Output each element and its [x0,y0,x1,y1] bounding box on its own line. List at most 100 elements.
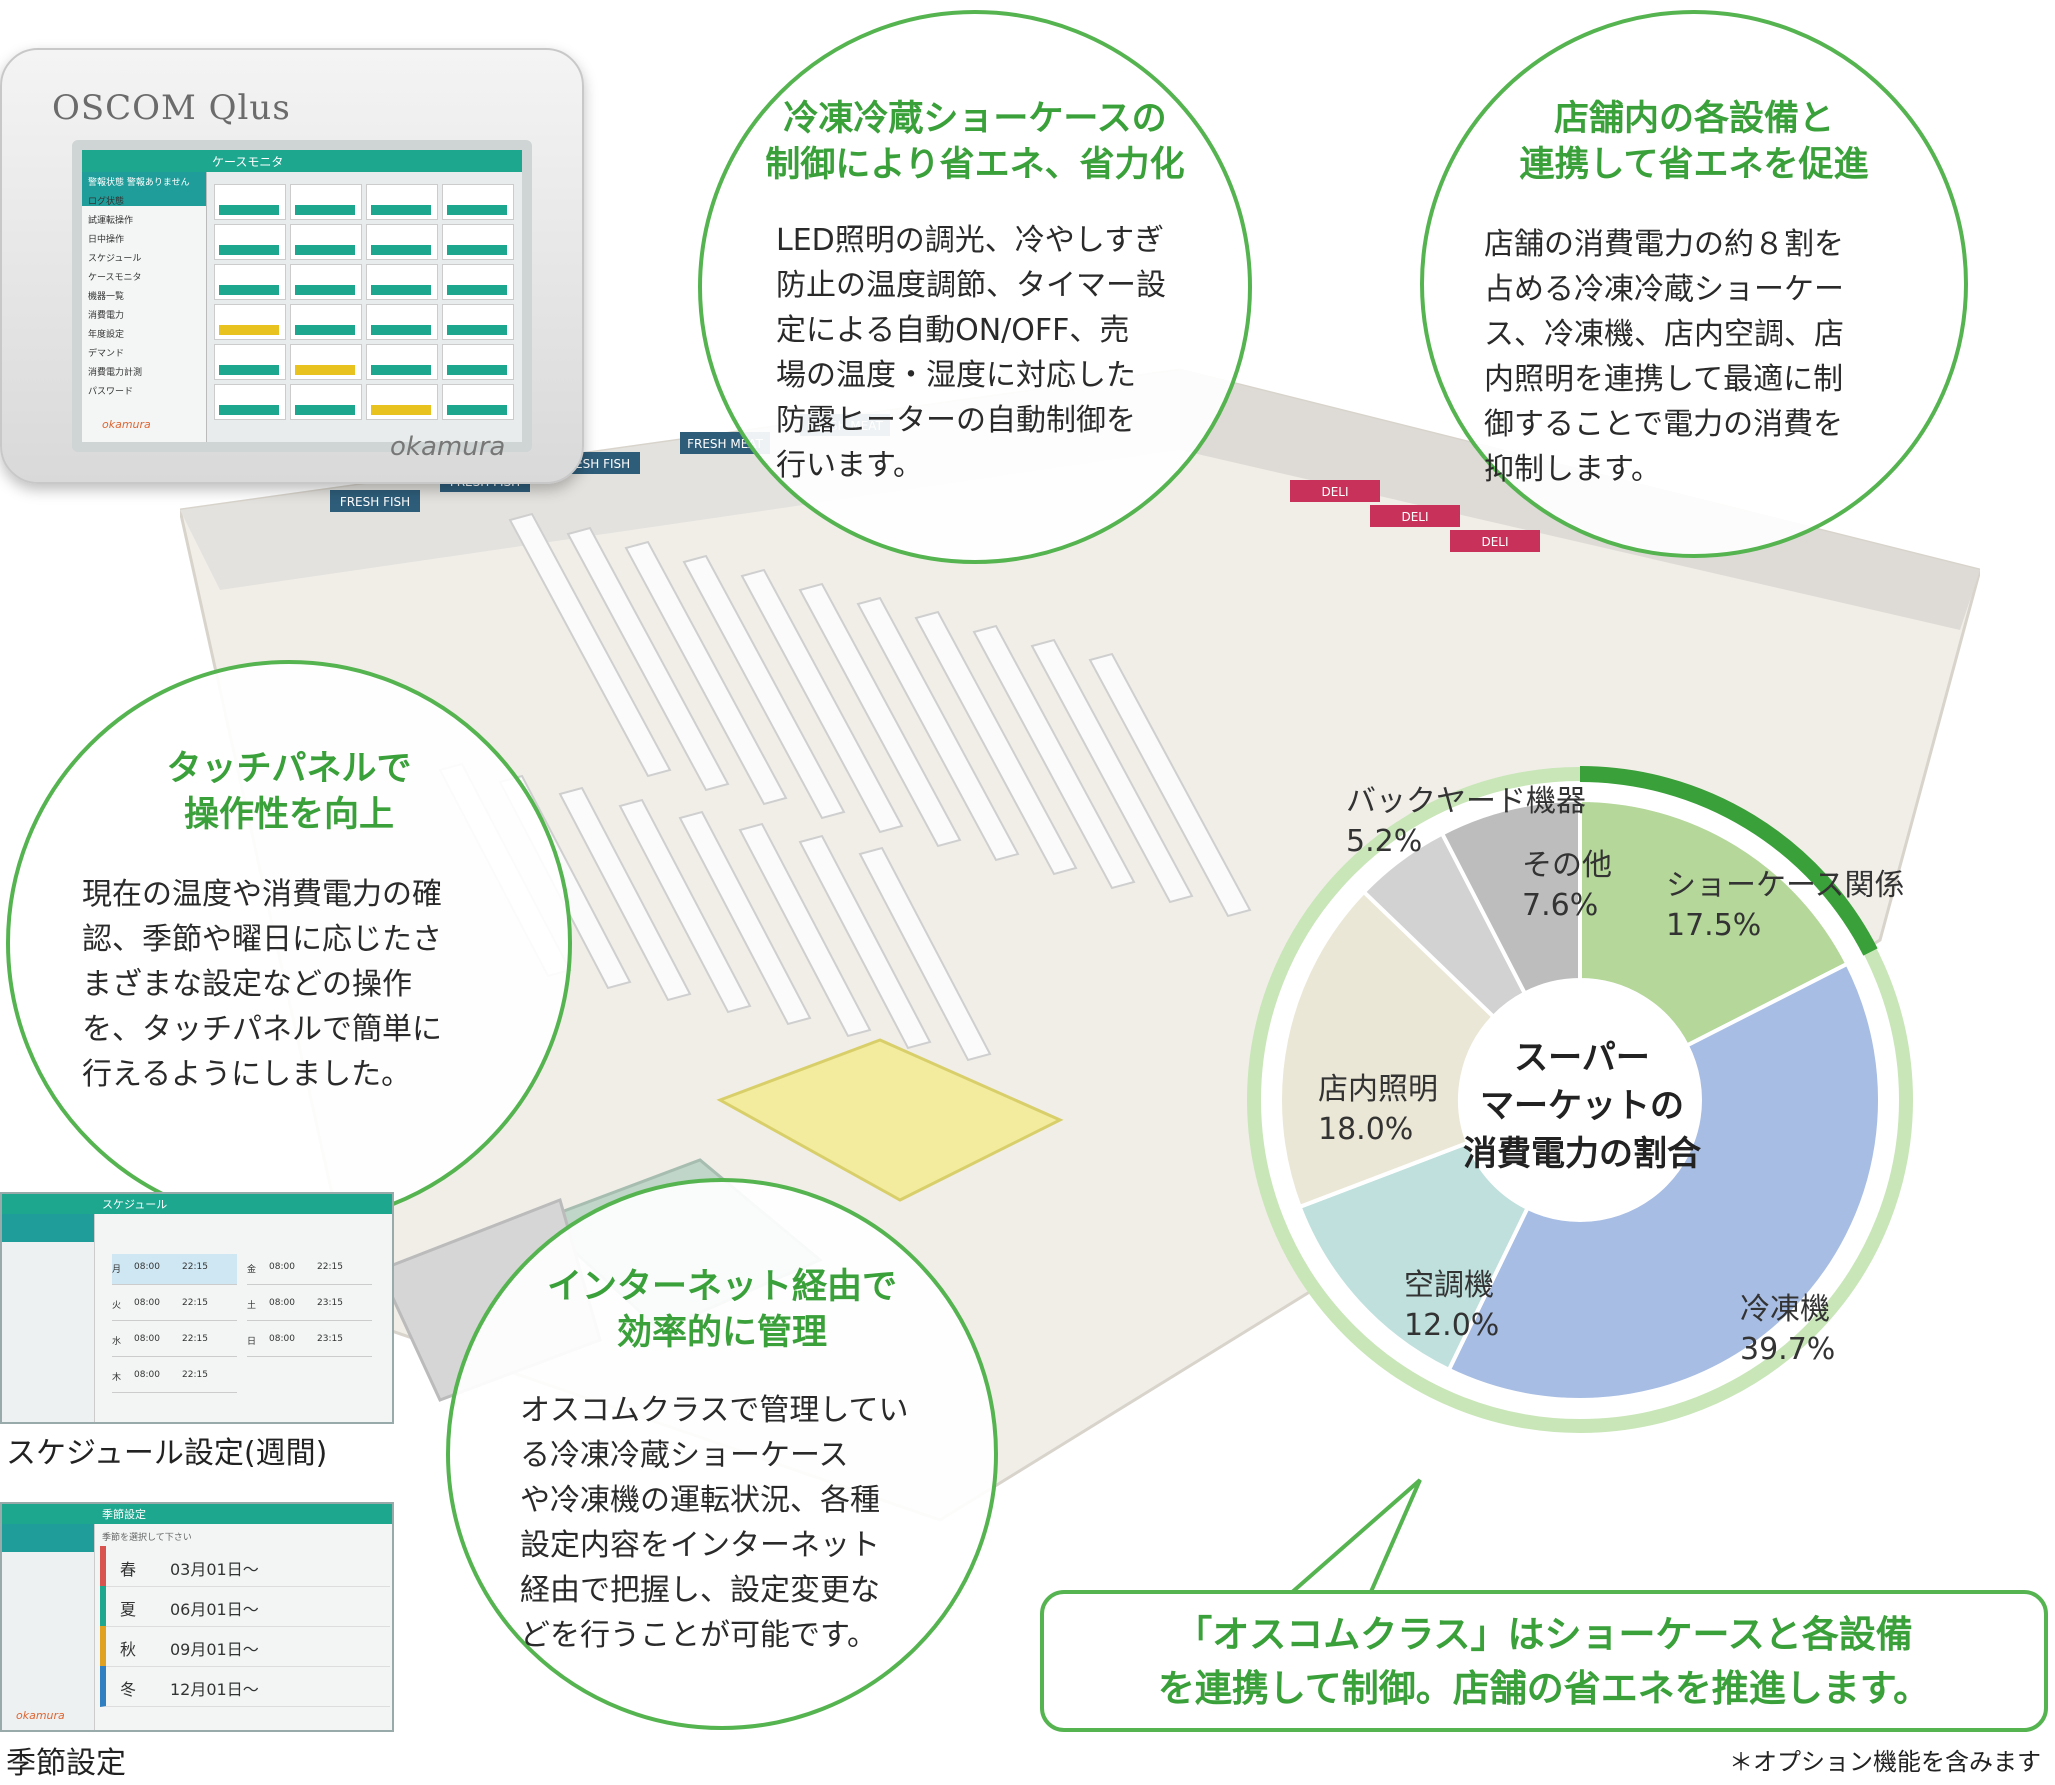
screen-sidebar-item[interactable]: 年度設定 [88,330,125,340]
schedule-row[interactable]: 木 08:00 22:15 [112,1362,237,1393]
callout-facility-title: 店舗内の各設備と 連携して省エネを促進 [1519,99,1869,185]
shelf-row [972,624,1136,890]
shelf-row [798,582,962,848]
season-name: 春 [120,1560,137,1579]
screen-case-tile[interactable] [366,264,438,300]
schedule-day: 木 [112,1373,122,1383]
callout-showcase-title: 冷凍冷蔵ショーケースの 制御により省エネ、省力化 [765,99,1185,185]
season-caption: 季節設定 [6,1746,126,1781]
shelf-row [1088,652,1252,918]
callout-touch [6,660,572,1226]
pie-slice-label: バックヤード機器 5.2% [1346,784,1586,859]
screen-sidebar-item[interactable]: パスワード [88,387,134,397]
schedule-row[interactable]: 水 08:00 22:15 [112,1326,237,1357]
schedule-day: 金 [247,1265,257,1275]
season-start-date: 09月01日～ [170,1640,259,1659]
banner-text: 「オスコムクラス」はショーケースと各設備 を連携して制御。店舗の省エネを推進しま… [1157,1613,1931,1710]
screen-sidebar-item[interactable]: ケースモニタ [88,273,142,283]
screen-case-tile[interactable] [290,304,362,340]
season-subheader: 季節を選択して下さい [102,1533,192,1543]
shelf-row [508,512,672,778]
screen-case-tile[interactable] [214,344,286,380]
schedule-on-time: 08:00 [269,1334,295,1344]
season-brand: okamura [16,1709,65,1722]
screen-case-tile[interactable] [214,264,286,300]
schedule-off-time: 22:15 [182,1334,208,1344]
screen-case-tile[interactable] [366,184,438,220]
season-name: 冬 [120,1680,137,1699]
schedule-on-time: 08:00 [134,1370,160,1380]
screen-case-tile[interactable] [442,184,514,220]
schedule-off-time: 22:15 [182,1370,208,1380]
schedule-off-time: 22:15 [317,1262,343,1272]
pie-highlight-arc [1579,766,1878,956]
season-start-date: 03月01日～ [170,1560,259,1579]
screen-sidebar-item[interactable]: 消費電力 [88,311,125,321]
shelf-row [682,554,846,820]
screen-sidebar-item[interactable]: デマンド [88,349,125,359]
schedule-day: 水 [112,1337,122,1347]
screen-case-tile[interactable] [290,344,362,380]
screen-case-tile[interactable] [290,384,362,420]
screen-case-tile[interactable] [442,264,514,300]
store-sign-label: DELI [1481,535,1508,549]
screen-case-tile[interactable] [290,264,362,300]
schedule-on-time: 08:00 [134,1334,160,1344]
screen-case-tile[interactable] [214,304,286,340]
schedule-day: 日 [247,1337,257,1347]
screen-sidebar-item[interactable]: 試運転操作 [88,216,134,226]
screen-case-tile[interactable] [366,304,438,340]
callout-showcase [698,10,1252,564]
screen-sidebar-item[interactable]: 警報状態 警報ありません [88,178,190,188]
screen-case-tile[interactable] [366,224,438,260]
schedule-row[interactable]: 金 08:00 22:15 [247,1254,372,1285]
screen-case-tile[interactable] [214,184,286,220]
screen-case-tile[interactable] [214,224,286,260]
summary-banner: 「オスコムクラス」はショーケースと各設備 を連携して制御。店舗の省エネを推進しま… [1040,1590,2048,1732]
screen-sidebar-item[interactable]: 日中操作 [88,235,125,245]
screen-case-tile[interactable] [290,184,362,220]
schedule-row[interactable]: 日 08:00 23:15 [247,1326,372,1357]
screen-sidebar-item[interactable]: 消費電力計測 [88,368,143,378]
season-row[interactable]: 冬 12月01日～ [100,1666,390,1707]
shelf-row [798,834,932,1050]
pie-slice-label: ショーケース関係 17.5% [1666,868,1905,943]
screen-case-tile[interactable] [442,344,514,380]
screen-header: ケースモニタ [212,155,284,169]
shelf-row [1030,638,1194,904]
schedule-header: スケジュール [102,1198,168,1211]
shelf-row [618,798,752,1014]
screen-case-tile[interactable] [366,344,438,380]
screen-case-tile[interactable] [442,304,514,340]
season-row[interactable]: 春 03月01日～ [100,1546,390,1587]
season-name: 夏 [120,1600,137,1619]
schedule-on-time: 08:00 [269,1262,295,1272]
screen-case-tile[interactable] [214,384,286,420]
shelf-row [858,846,992,1062]
store-sign-label: FRESH FISH [340,495,410,509]
store-sign [330,490,420,512]
screen-case-tile[interactable] [442,384,514,420]
screen-sidebar-item[interactable]: スケジュール [88,254,142,264]
screen-brand: okamura [102,418,151,431]
screen-case-tile[interactable] [366,384,438,420]
screen-case-tile[interactable] [442,224,514,260]
callout-touch-body: 現在の温度や消費電力の確 認、季節や曜日に応じたさ まざまな設定などの操作 を、… [82,877,442,1092]
pie-slice-label: 冷凍機 39.7% [1740,1292,1836,1367]
shelf-row [678,810,812,1026]
schedule-off-time: 23:15 [317,1334,343,1344]
pie-slice-label: その他 7.6% [1522,848,1612,923]
screen-sidebar-item[interactable]: 機器一覧 [88,292,125,302]
season-start-date: 12月01日～ [170,1680,259,1699]
store-sign [1290,480,1380,502]
screen-sidebar-item[interactable]: ログ状態 [88,197,125,207]
screen-case-tile[interactable] [290,224,362,260]
schedule-caption: スケジュール設定(週間) [6,1436,328,1471]
shelf-row [738,822,872,1038]
